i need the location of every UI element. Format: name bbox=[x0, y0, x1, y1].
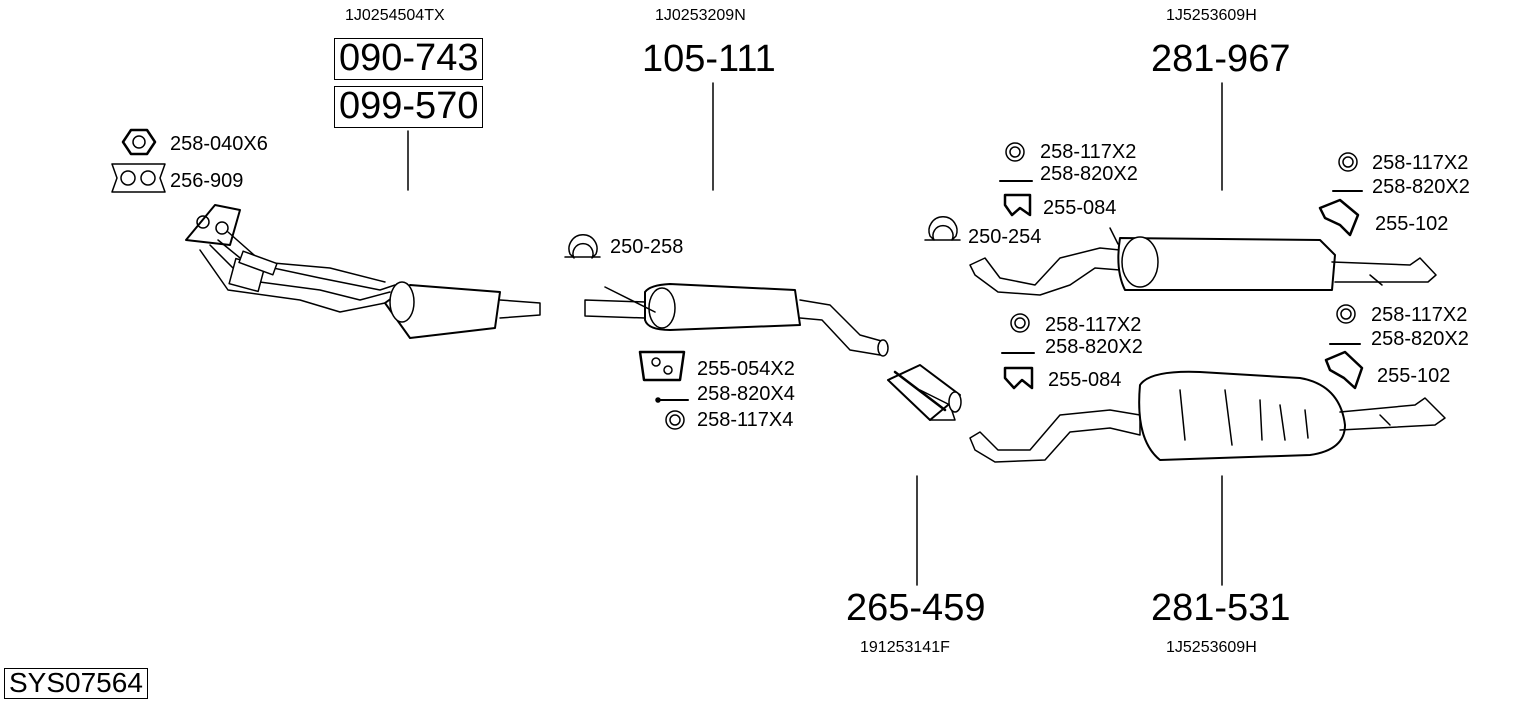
connecting-pipe bbox=[887, 364, 962, 421]
part-number-rear-top[interactable]: 281-967 bbox=[1151, 38, 1291, 80]
oem-number-rear-top: 1J5253609H bbox=[1166, 7, 1257, 24]
oem-number-rear-bottom: 1J5253609H bbox=[1166, 639, 1257, 656]
part-number-box-front-a[interactable]: 090-743 bbox=[334, 38, 484, 80]
ring-icon bbox=[665, 410, 685, 430]
hanger-icon bbox=[1003, 366, 1034, 390]
item-label-bolt[interactable]: 258-820X2 bbox=[1040, 163, 1138, 185]
part-number-rear-bottom[interactable]: 281-531 bbox=[1151, 587, 1291, 629]
item-label-hanger[interactable]: 255-102 bbox=[1375, 213, 1449, 235]
oem-number-middle: 1J0253209N bbox=[655, 7, 746, 24]
part-number-middle[interactable]: 105-111 bbox=[642, 38, 776, 80]
clamp-icon bbox=[924, 216, 961, 241]
item-label-clamp[interactable]: 250-258 bbox=[610, 236, 684, 258]
item-label-bolt[interactable]: 258-820X2 bbox=[1045, 336, 1143, 358]
part-number-box-front-b[interactable]: 099-570 bbox=[334, 86, 484, 128]
item-label-hanger[interactable]: 255-084 bbox=[1048, 369, 1122, 391]
item-label-bolt[interactable]: 258-820X2 bbox=[1372, 176, 1470, 198]
ring-icon bbox=[1336, 304, 1356, 324]
hanger-icon bbox=[1324, 350, 1364, 390]
bolt-icon bbox=[655, 397, 689, 403]
item-label-hanger[interactable]: 255-084 bbox=[1043, 197, 1117, 219]
item-label-clamp[interactable]: 250-254 bbox=[968, 226, 1042, 248]
item-label-hanger[interactable]: 255-054X2 bbox=[697, 358, 795, 380]
front-pipe-catalyst bbox=[185, 204, 541, 339]
hanger-icon bbox=[638, 350, 686, 382]
item-label-gasket[interactable]: 256-909 bbox=[170, 170, 244, 192]
system-code-box: SYS07564 bbox=[4, 668, 148, 699]
item-label-ring[interactable]: 258-117X2 bbox=[1040, 141, 1137, 163]
item-label-nut[interactable]: 258-040X6 bbox=[170, 133, 268, 155]
item-label-ring[interactable]: 258-117X2 bbox=[1371, 304, 1468, 326]
part-number-pipe[interactable]: 265-459 bbox=[846, 587, 986, 629]
ring-icon bbox=[1338, 152, 1358, 172]
hanger-icon bbox=[1003, 193, 1032, 217]
clamp-icon bbox=[564, 234, 601, 259]
hanger-icon bbox=[1318, 198, 1360, 237]
rear-silencer-top bbox=[969, 227, 1437, 296]
item-label-bolt[interactable]: 258-820X2 bbox=[1371, 328, 1469, 350]
item-label-ring[interactable]: 258-117X4 bbox=[697, 409, 794, 431]
rear-silencer-bottom bbox=[969, 370, 1446, 463]
item-label-ring[interactable]: 258-117X2 bbox=[1045, 314, 1142, 336]
item-label-bolt[interactable]: 258-820X4 bbox=[697, 383, 795, 405]
oem-number-front: 1J0254504TX bbox=[345, 7, 445, 24]
ring-icon bbox=[1005, 142, 1025, 162]
item-label-hanger[interactable]: 255-102 bbox=[1377, 365, 1451, 387]
item-label-ring[interactable]: 258-117X2 bbox=[1372, 152, 1469, 174]
gasket-icon bbox=[111, 163, 166, 193]
ring-icon bbox=[1010, 313, 1030, 333]
nut-icon bbox=[121, 128, 157, 156]
oem-number-pipe: 191253141F bbox=[860, 639, 950, 656]
middle-silencer bbox=[584, 283, 889, 357]
